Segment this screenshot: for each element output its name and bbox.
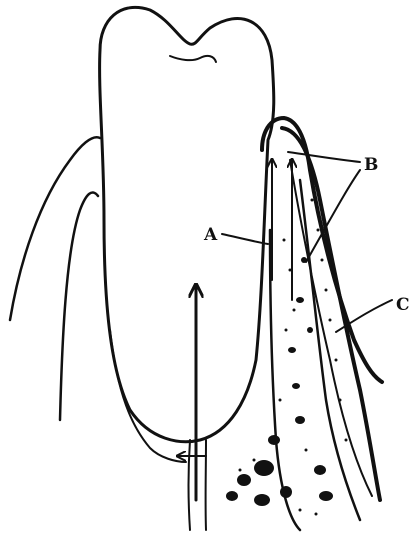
- tooth-outline: [100, 7, 274, 441]
- leader-b-1: [288, 152, 360, 162]
- left-bone: [60, 192, 98, 420]
- crown-fissure: [170, 56, 216, 62]
- leader-a: [222, 234, 268, 244]
- label-b: B: [364, 155, 378, 175]
- alveolar-bone-crest: [270, 230, 300, 530]
- right-gingiva-inner: [290, 160, 372, 496]
- label-a: A: [203, 225, 218, 245]
- label-c: C: [396, 295, 410, 315]
- left-gingiva: [10, 137, 100, 320]
